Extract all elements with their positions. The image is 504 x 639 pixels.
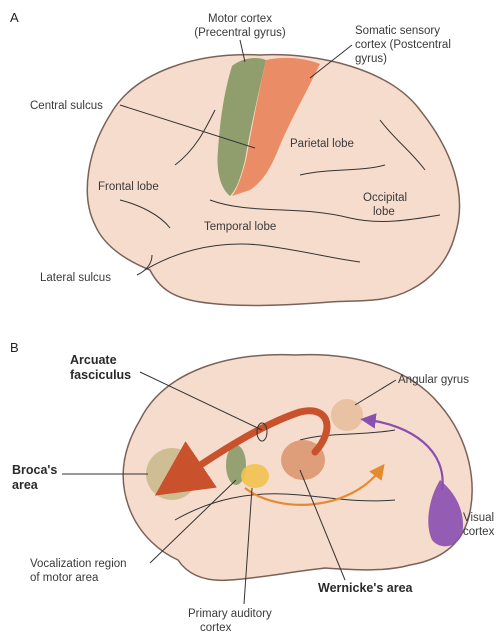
label-somatic-1: Somatic sensory [355, 25, 440, 37]
label-lateral-sulcus: Lateral sulcus [40, 272, 111, 284]
label-vocal-2: of motor area [30, 572, 99, 584]
label-wernicke: Wernicke's area [318, 581, 414, 595]
label-central-sulcus: Central sulcus [30, 100, 103, 112]
label-arcuate-1: Arcuate [70, 353, 117, 367]
panel-a-letter: A [10, 10, 19, 25]
label-parietal-lobe: Parietal lobe [290, 138, 354, 150]
label-auditory-1: Primary auditory [188, 608, 272, 620]
label-somatic-2: cortex (Postcentral [355, 39, 451, 51]
angular-gyrus-region [331, 399, 363, 431]
label-motor-cortex-1: Motor cortex [208, 13, 272, 25]
label-broca-1: Broca's [12, 463, 57, 477]
label-angular-gyrus: Angular gyrus [398, 374, 469, 386]
label-occipital-2: lobe [373, 206, 395, 218]
label-visual-2: cortex [463, 526, 495, 538]
label-visual-1: Visual [463, 512, 494, 524]
label-temporal-lobe: Temporal lobe [204, 221, 276, 233]
label-frontal-lobe: Frontal lobe [98, 181, 159, 193]
label-broca-2: area [12, 478, 39, 492]
label-occipital-1: Occipital [363, 192, 407, 204]
panel-b-letter: B [10, 340, 19, 355]
label-somatic-3: gyrus) [355, 53, 387, 65]
primary-auditory-region [241, 464, 269, 488]
label-auditory-2: cortex [200, 622, 232, 634]
label-motor-cortex-2: (Precentral gyrus) [194, 27, 286, 39]
label-arcuate-2: fasciculus [70, 368, 131, 382]
label-vocal-1: Vocalization region [30, 558, 127, 570]
